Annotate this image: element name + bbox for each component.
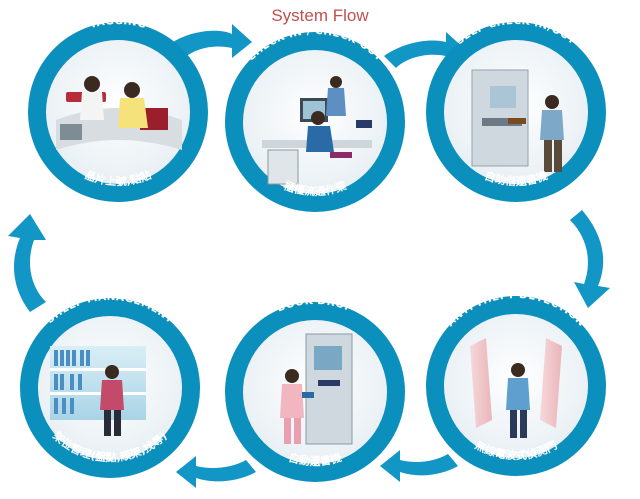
station-book-drop: BOOK DROP 自動還書機 [225, 295, 405, 482]
station-anti-theft: ANTI-THEFT DETECTION 無線電波式偵測門 [426, 289, 606, 476]
arrow-antitheft-to-bookdrop [380, 450, 458, 482]
selfcheck-label-bottom: 自助借還書機 [483, 168, 549, 188]
tagging-label-top: TAGGING [88, 15, 148, 31]
shelf-scene [50, 346, 146, 436]
checkinout-scene [262, 76, 372, 185]
station-self-check: SELF CHECK IN/OUT 自助借還書機 [426, 15, 606, 202]
arrow-shelf-to-tagging [8, 214, 46, 312]
bookdrop-label-bottom: 自動還書機 [287, 450, 343, 468]
arrow-tagging-to-checkinout [170, 24, 252, 58]
selfcheck-scene [471, 69, 564, 172]
diagram-title: System Flow [271, 6, 369, 25]
station-check-in-out: CHECK IN / CHECK OUT 櫃檯流通作業 [225, 25, 405, 212]
flow-arrows [8, 24, 610, 488]
bookdrop-scene [280, 333, 353, 445]
tagging-scene [56, 76, 182, 150]
arrow-checkinout-to-selfcheck [384, 32, 466, 68]
station-tagging: TAGGING 晶片上號,黏貼 [28, 15, 208, 202]
antitheft-scene [470, 338, 562, 438]
arrow-selfcheck-to-antitheft [570, 210, 610, 308]
arrow-bookdrop-to-shelf [176, 456, 256, 488]
station-shelf-management: SHELF MANAGEMENT 架位管理(盤點,順架,找尋) [20, 291, 200, 478]
